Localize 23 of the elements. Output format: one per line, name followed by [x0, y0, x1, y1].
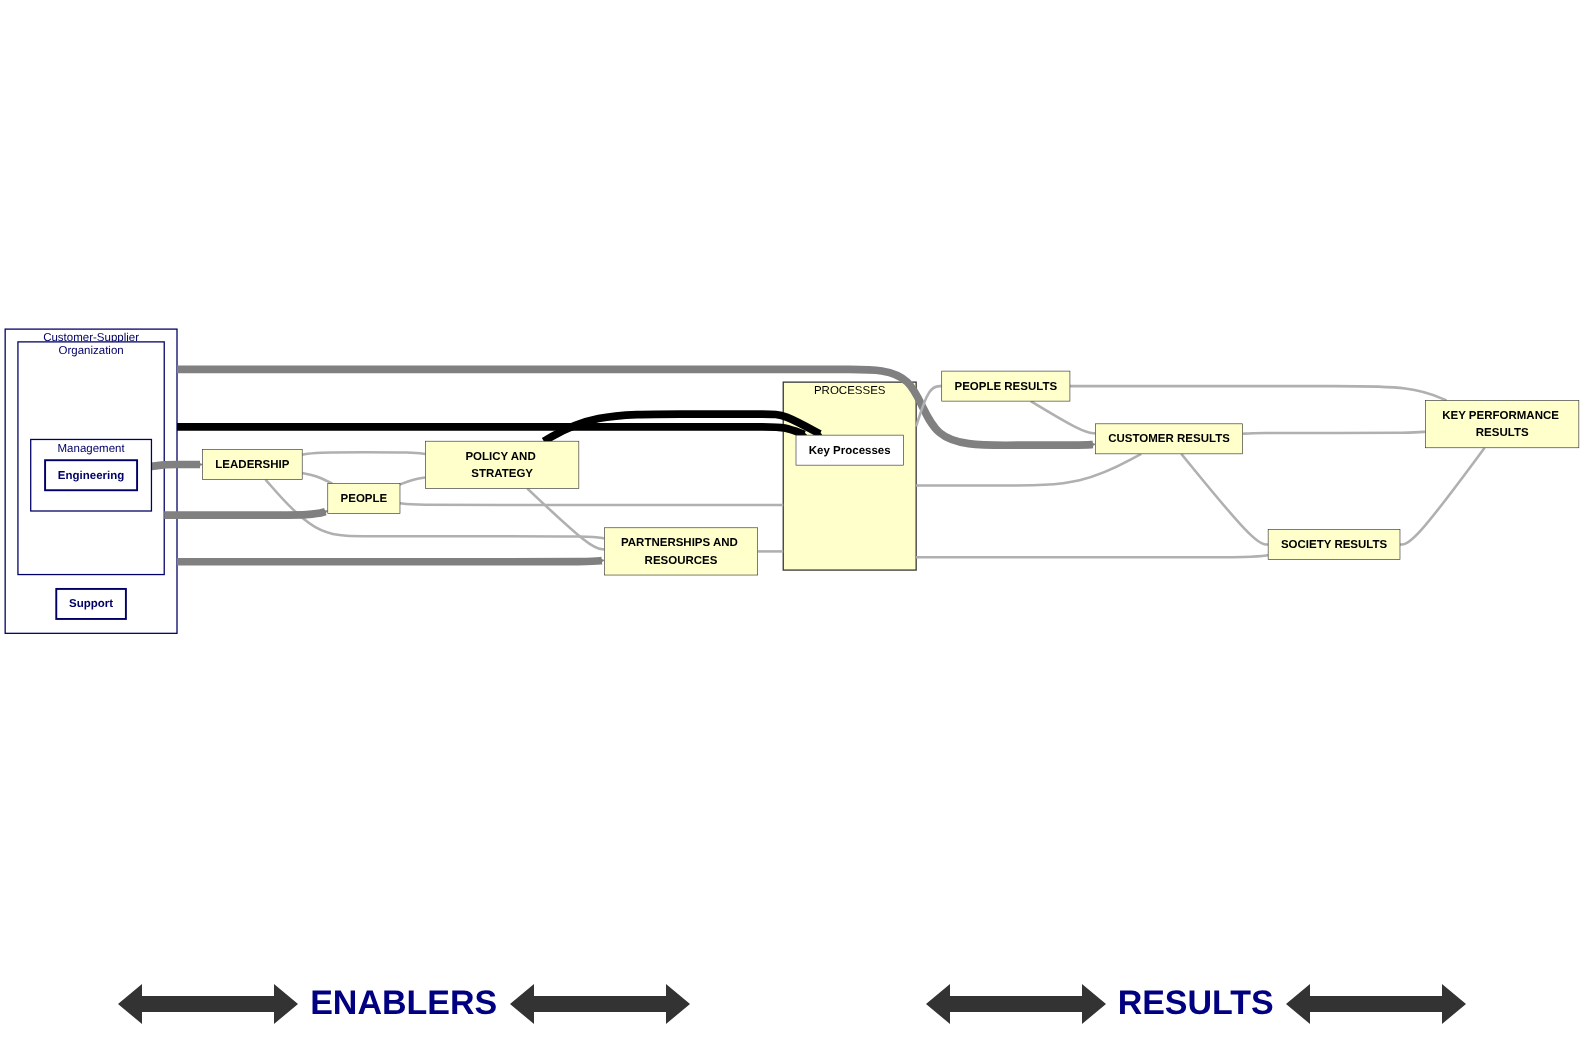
connector	[1069, 385, 1448, 403]
connector	[916, 453, 1142, 488]
connector	[264, 479, 605, 541]
arrow	[175, 423, 808, 439]
connector	[302, 472, 333, 486]
arrow	[175, 366, 1096, 450]
arrow	[149, 461, 203, 471]
connector	[1399, 447, 1486, 547]
section-label: ENABLERS	[310, 984, 498, 1024]
arrow	[162, 508, 328, 520]
connector	[301, 451, 426, 457]
section-label: RESULTS	[1117, 984, 1274, 1024]
connector	[526, 488, 605, 552]
connector	[1030, 400, 1096, 436]
connector	[914, 385, 942, 428]
connector	[916, 554, 1269, 560]
connector	[757, 550, 784, 554]
connector	[399, 502, 784, 507]
connector	[1180, 453, 1269, 547]
arrow	[541, 411, 823, 446]
connector	[399, 476, 426, 487]
connector	[1242, 431, 1426, 436]
arrow	[175, 557, 605, 567]
